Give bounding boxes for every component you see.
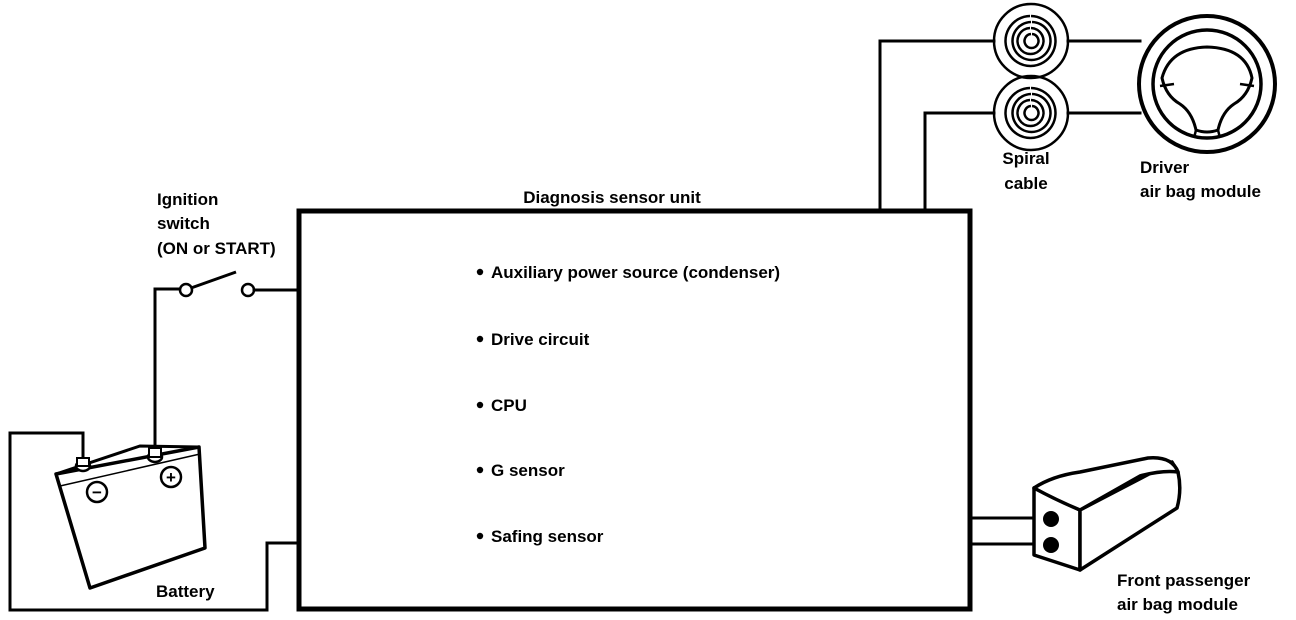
driver-wire-lower <box>923 111 996 213</box>
unit-item-safing-sensor: Safing sensor <box>491 527 604 546</box>
bullet-icon <box>476 268 484 276</box>
bullet-icon <box>476 466 484 474</box>
bullet-icon <box>476 401 484 409</box>
driver-wire-upper <box>878 39 996 213</box>
ignition-switch-icon <box>153 270 301 450</box>
driver-airbag-label-2: air bag module <box>1140 182 1261 201</box>
ignition-switch-label-3: (ON or START) <box>157 239 276 258</box>
spiral-cable-lower-icon <box>992 74 1142 152</box>
unit-item-list: Auxiliary power source (condenser) Drive… <box>476 263 780 546</box>
unit-item-cpu: CPU <box>491 396 527 415</box>
battery-label: Battery <box>156 582 215 601</box>
unit-item-g-sensor: G sensor <box>491 461 565 480</box>
diagnosis-sensor-unit-box <box>296 208 973 612</box>
battery-icon <box>54 444 207 590</box>
spiral-cable-label-1: Spiral <box>1002 149 1049 168</box>
spiral-cable-label-2: cable <box>1004 174 1047 193</box>
unit-item-auxiliary-power: Auxiliary power source (condenser) <box>491 263 780 282</box>
unit-item-drive-circuit: Drive circuit <box>491 330 590 349</box>
bullet-icon <box>476 532 484 540</box>
passenger-airbag-module-icon <box>1032 456 1182 572</box>
steering-wheel-icon <box>1137 14 1277 154</box>
spiral-cable-upper-icon <box>992 2 1142 80</box>
battery-ground-wire <box>8 431 301 612</box>
ignition-switch-label-1: Ignition <box>157 190 218 209</box>
battery-negative-terminal: − <box>92 483 102 502</box>
unit-title: Diagnosis sensor unit <box>523 188 701 207</box>
battery-positive-terminal: + <box>166 468 176 487</box>
bullet-icon <box>476 335 484 343</box>
driver-airbag-label-1: Driver <box>1140 158 1190 177</box>
passenger-airbag-label-2: air bag module <box>1117 595 1238 614</box>
ignition-switch-label-2: switch <box>157 214 210 233</box>
passenger-airbag-label-1: Front passenger <box>1117 571 1251 590</box>
